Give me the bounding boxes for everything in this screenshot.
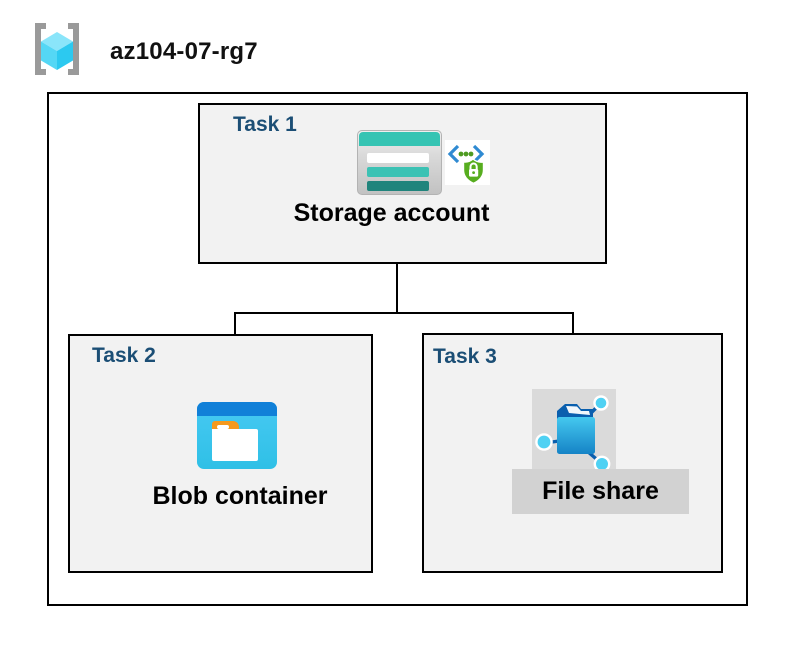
blob-icon-folder bbox=[212, 429, 258, 461]
blob-icon-title-bar bbox=[197, 402, 277, 416]
storage-account-label: Storage account bbox=[293, 199, 490, 227]
task3-box: Task 3 bbox=[422, 333, 723, 573]
storage-account-icon bbox=[357, 130, 442, 195]
connector-horizontal bbox=[234, 312, 574, 314]
storage-icon-header-bar bbox=[359, 132, 440, 146]
file-share-label-background: File share bbox=[512, 469, 689, 514]
file-share-label: File share bbox=[542, 477, 659, 505]
storage-icon-row bbox=[367, 167, 429, 177]
task2-box: Task 2 Blob container bbox=[68, 334, 373, 573]
task1-label: Task 1 bbox=[233, 113, 297, 136]
blob-icon-tab-dash bbox=[217, 425, 229, 429]
file-share-icon bbox=[535, 395, 611, 473]
resource-group-name: az104-07-rg7 bbox=[110, 38, 258, 65]
storage-icon-row bbox=[367, 153, 429, 163]
task1-box: Task 1 Storage account bbox=[198, 103, 607, 264]
blob-container-icon bbox=[197, 402, 277, 469]
blob-container-label: Blob container bbox=[152, 482, 328, 510]
storage-icon-row bbox=[367, 181, 429, 191]
task2-label: Task 2 bbox=[92, 344, 156, 367]
sas-shield-lock-icon bbox=[445, 140, 490, 185]
task3-label: Task 3 bbox=[433, 345, 497, 368]
file-share-icon-background bbox=[532, 389, 616, 473]
resource-group-icon bbox=[35, 23, 79, 75]
connector-storage-drop bbox=[396, 262, 398, 314]
